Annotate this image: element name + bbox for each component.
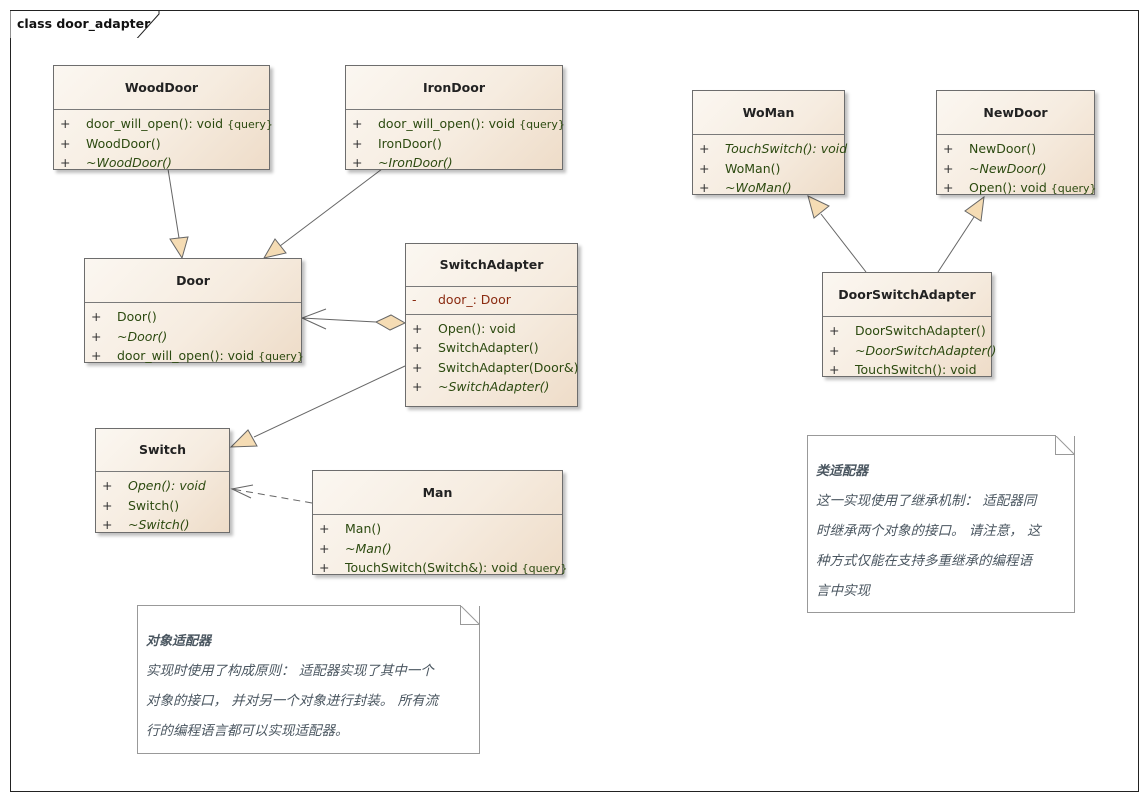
attributes-compartment: -door_: Door <box>406 286 577 314</box>
note-line: 时继承两个对象的接口。 请注意， 这 <box>816 523 1041 539</box>
frame-tab <box>10 10 160 38</box>
operations-compartment: +DoorSwitchAdapter() +~DoorSwitchAdapter… <box>823 316 997 383</box>
dependency-line <box>231 488 313 504</box>
aggregation-open-arrow <box>300 308 327 330</box>
operation-row: +SwitchAdapter(Door&) <box>412 359 579 375</box>
dsa-newdoor-line <box>937 216 975 273</box>
operations-compartment: +Man() +~Man() +TouchSwitch(Switch&): vo… <box>313 514 568 581</box>
operations-compartment: +Open(): void +SwitchAdapter() +SwitchAd… <box>406 313 579 400</box>
note-object-adapter[interactable]: 对象适配器 实现时使用了构成原则： 适配器实现了其中一个 对象的接口， 并对另一… <box>137 605 480 754</box>
note-line: 行的编程语言都可以实现适配器。 <box>146 723 349 739</box>
operation-row: +SwitchAdapter() <box>412 340 539 355</box>
operation-row: +Open(): void {query} <box>943 180 1097 195</box>
operation-row: +DoorSwitchAdapter() <box>829 323 986 338</box>
operation-row: +TouchSwitch(): void <box>829 362 977 377</box>
operation-row: +~WoMan() <box>699 180 792 195</box>
note-folded-corner <box>1055 435 1075 455</box>
operation-row: +Open(): void <box>412 320 516 336</box>
class-name: Man <box>422 485 453 500</box>
class-door[interactable]: Door +Door() +~Door() +door_will_open():… <box>84 258 304 363</box>
diagram-frame <box>10 10 1139 792</box>
operation-row: +door_will_open(): void {query} <box>352 116 565 131</box>
operation-row: +~Switch() <box>102 517 190 532</box>
class-name: WoMan <box>742 105 795 120</box>
class-name: Door <box>176 273 210 288</box>
irondoor-door-line <box>279 168 383 247</box>
dsa-woman-line <box>820 213 867 273</box>
class-name: SwitchAdapter <box>439 257 544 272</box>
class-man[interactable]: Man +Man() +~Man() +TouchSwitch(Switch&)… <box>312 470 567 575</box>
operation-row: +Open(): void <box>102 478 206 493</box>
generalization-arrowhead <box>229 429 258 448</box>
operation-row: +WoodDoor() <box>60 135 161 151</box>
operation-row: +~DoorSwitchAdapter() <box>829 342 997 358</box>
operations-compartment: +Door() +~Door() +door_will_open(): void… <box>85 302 304 369</box>
class-name: NewDoor <box>983 105 1048 120</box>
class-irondoor[interactable]: IronDoor +door_will_open(): void {query}… <box>345 65 565 170</box>
class-name: Switch <box>138 442 187 457</box>
operation-row: +Switch() <box>102 497 180 513</box>
operation-row: +NewDoor() <box>943 141 1037 156</box>
note-folded-corner <box>460 605 480 625</box>
operation-row: +~Door() <box>91 328 168 344</box>
operations-compartment: +TouchSwitch(): void +WoMan() +~WoMan() <box>693 134 848 201</box>
note-line: 对象的接口， 并对另一个对象进行封装。 所有流 <box>146 693 439 709</box>
generalization-arrowhead <box>262 238 287 259</box>
class-newdoor[interactable]: NewDoor +NewDoor() +~NewDoor() +Open(): … <box>936 90 1097 195</box>
operation-row: +TouchSwitch(): void <box>699 141 848 156</box>
class-name: IronDoor <box>422 80 486 95</box>
class-name: WoodDoor <box>124 80 199 95</box>
class-wooddoor[interactable]: WoodDoor +door_will_open(): void {query}… <box>53 65 273 170</box>
class-switchadapter[interactable]: SwitchAdapter -door_: Door +Open(): void… <box>405 243 578 407</box>
operation-row: +~WoodDoor() <box>60 155 172 170</box>
frame-title: class door_adapter <box>17 16 151 31</box>
operations-compartment: +door_will_open(): void {query} +IronDoo… <box>346 109 565 176</box>
generalization-arrowhead <box>964 195 985 222</box>
aggregation-line <box>301 317 377 323</box>
generalization-arrowhead <box>169 236 189 260</box>
operation-row: +~NewDoor() <box>943 160 1047 176</box>
note-line: 实现时使用了构成原则： 适配器实现了其中一个 <box>146 663 434 679</box>
switchadapter-switch-line <box>253 365 406 438</box>
operations-compartment: +Open(): void +Switch() +~Switch() <box>96 471 229 538</box>
operation-row: +Door() <box>91 309 157 324</box>
aggregation-diamond <box>374 314 407 331</box>
note-line: 言中实现 <box>816 583 870 599</box>
wooddoor-door-line <box>167 168 180 239</box>
operation-row: +~SwitchAdapter() <box>412 379 550 394</box>
note-line: 这一实现使用了继承机制： 适配器同 <box>816 493 1037 509</box>
operation-row: +Man() <box>319 521 382 536</box>
note-title: 类适配器 <box>816 464 869 479</box>
operation-row: +IronDoor() <box>352 135 442 151</box>
operation-row: +TouchSwitch(Switch&): void {query} <box>319 560 568 575</box>
operations-compartment: +NewDoor() +~NewDoor() +Open(): void {qu… <box>937 134 1097 201</box>
note-class-adapter[interactable]: 类适配器 这一实现使用了继承机制： 适配器同 时继承两个对象的接口。 请注意， … <box>807 435 1075 613</box>
note-line: 种方式仅能在支持多重继承的编程语 <box>816 553 1032 569</box>
class-switch[interactable]: Switch +Open(): void +Switch() +~Switch(… <box>95 428 230 533</box>
generalization-arrowhead <box>807 195 830 219</box>
operations-compartment: +door_will_open(): void {query} +WoodDoo… <box>54 109 273 176</box>
class-woman[interactable]: WoMan +TouchSwitch(): void +WoMan() +~Wo… <box>692 90 847 195</box>
operation-row: +~IronDoor() <box>352 155 453 170</box>
operation-row: +~Man() <box>319 540 392 556</box>
attribute-row: -door_: Door <box>412 292 511 307</box>
class-name: DoorSwitchAdapter <box>838 287 976 302</box>
dependency-open-arrow <box>230 484 254 499</box>
class-doorswitchadapter[interactable]: DoorSwitchAdapter +DoorSwitchAdapter() +… <box>822 272 996 377</box>
operation-row: +door_will_open(): void {query} <box>91 348 304 363</box>
operation-row: +door_will_open(): void {query} <box>60 116 273 131</box>
operation-row: +WoMan() <box>699 160 781 176</box>
note-title: 对象适配器 <box>146 634 212 649</box>
